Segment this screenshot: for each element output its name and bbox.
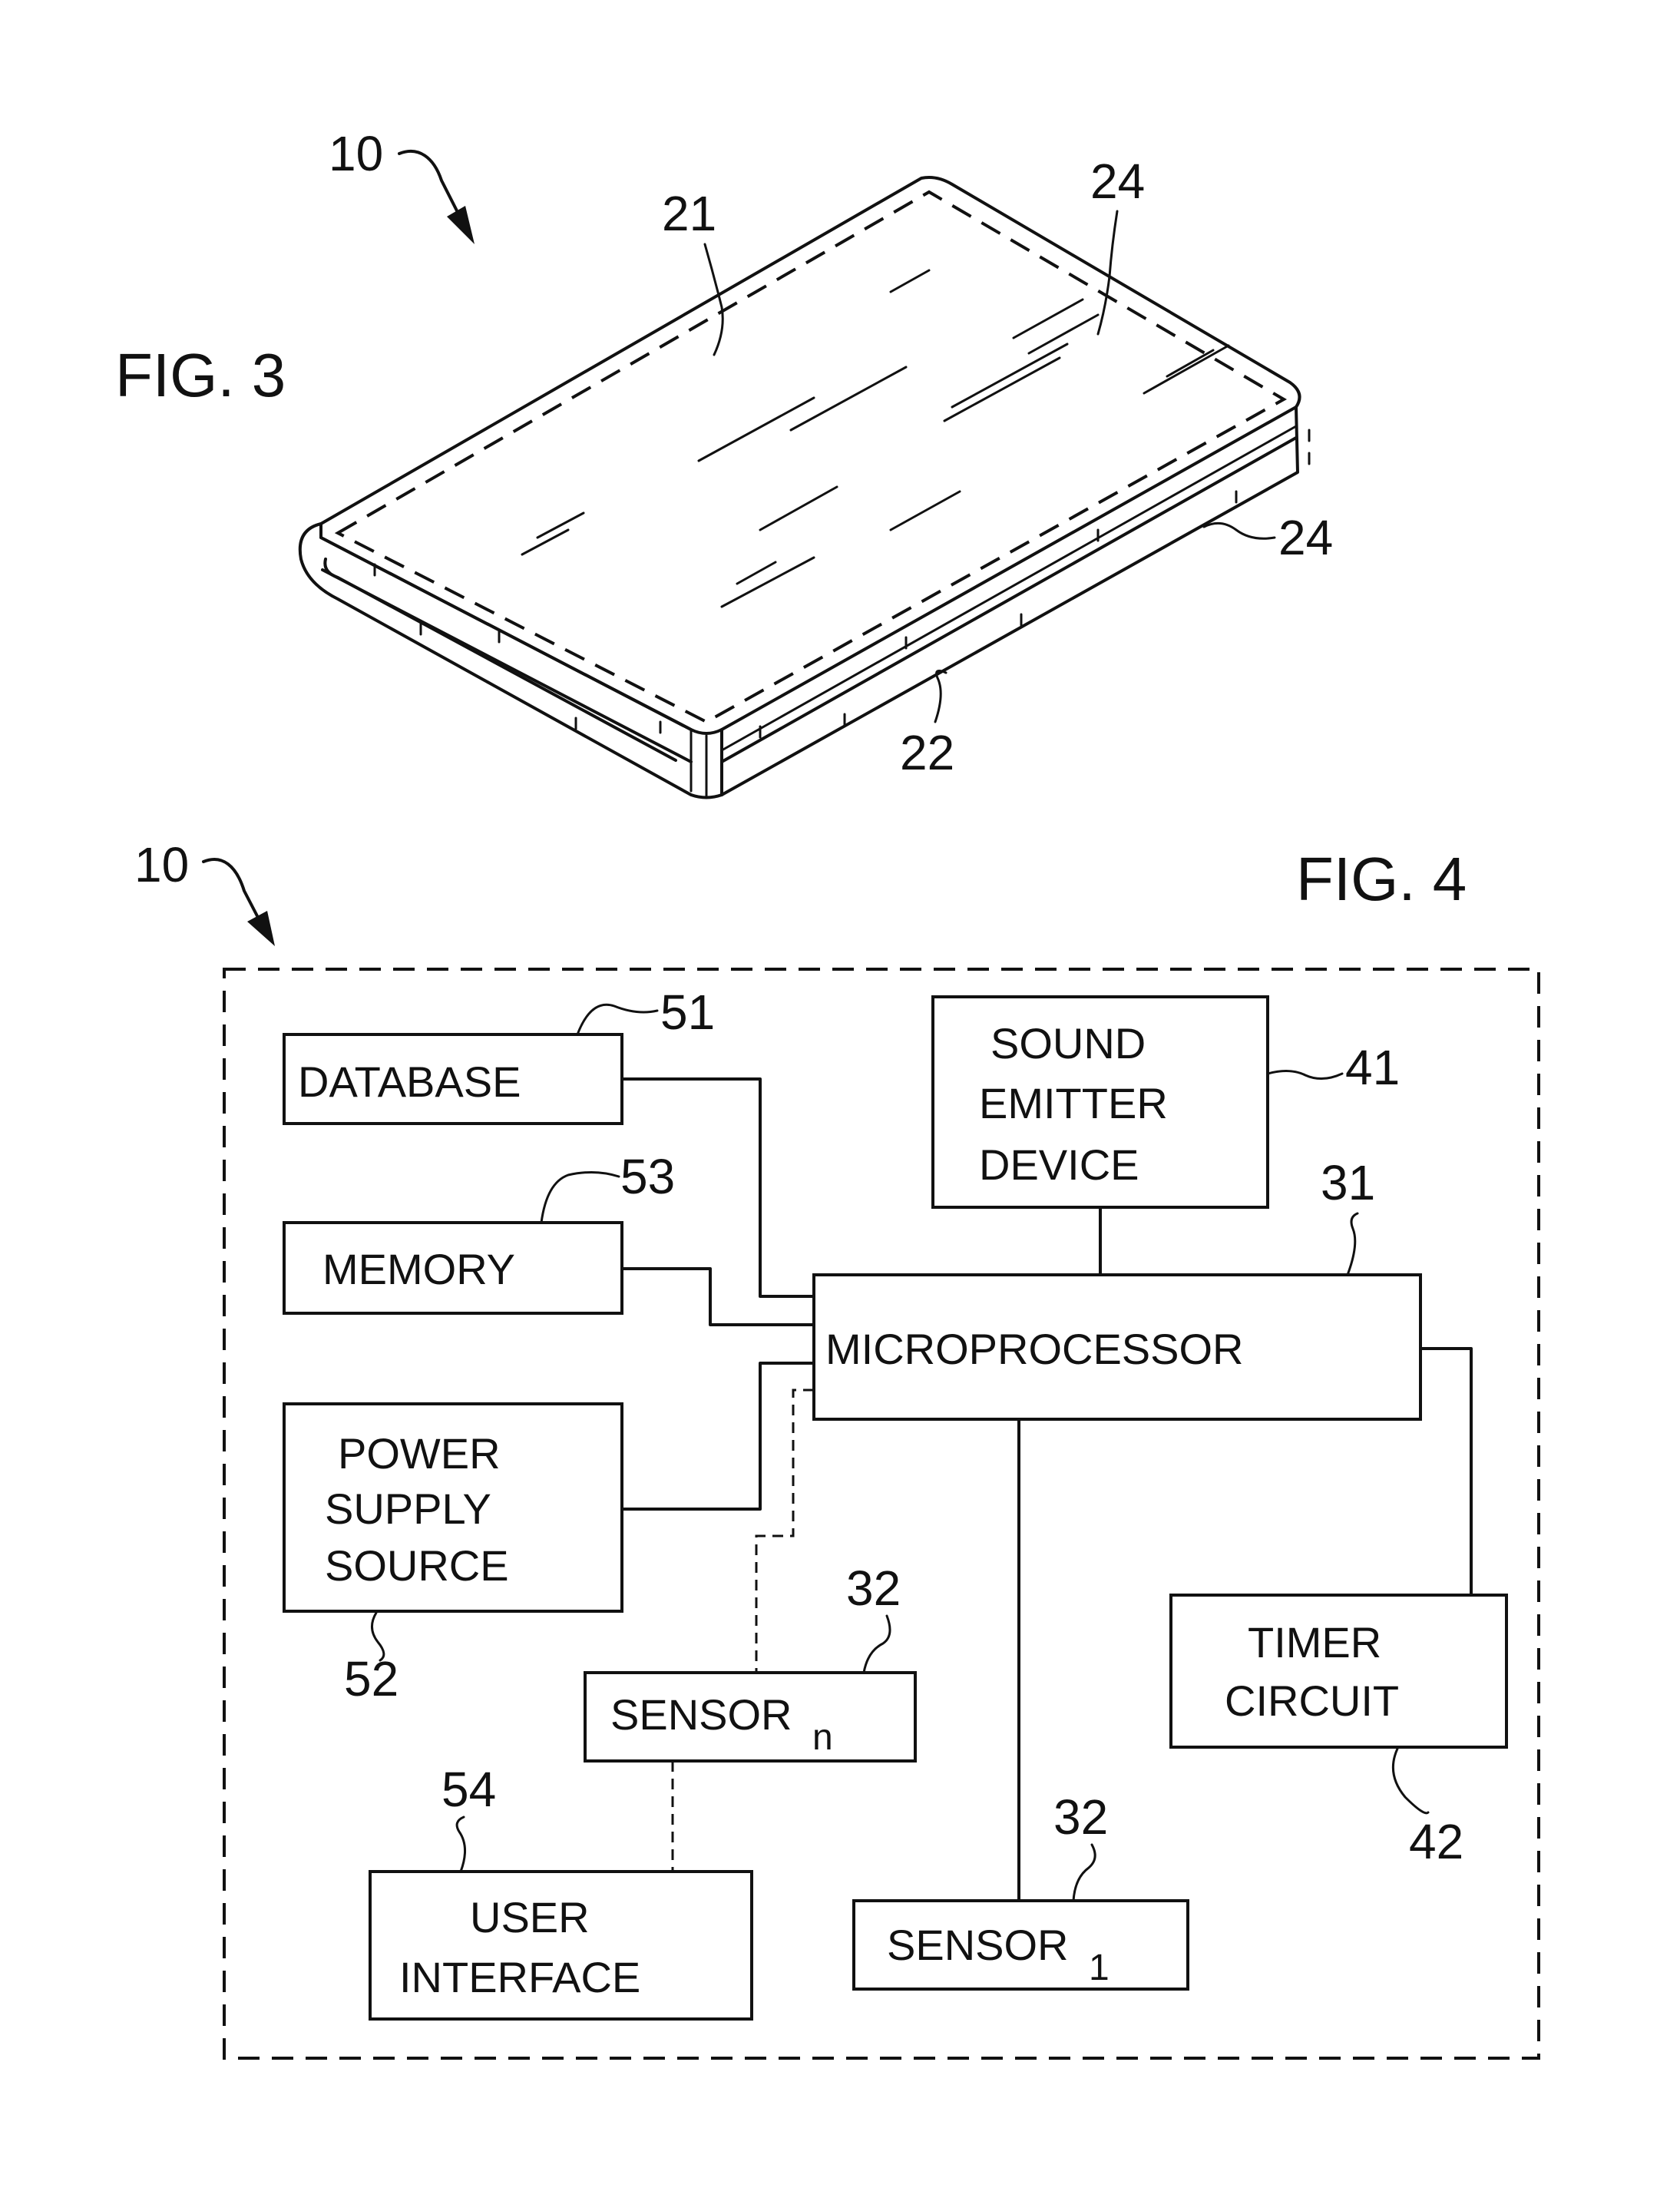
sound-ref-leader [1268,1071,1342,1078]
ui-label-2: INTERFACE [399,1953,640,2001]
fig3-ref-bottom-edge-leader [935,670,946,722]
sound-label-3: DEVICE [979,1140,1139,1189]
wire-micro-timer [1420,1349,1471,1595]
sensor-n-ref-leader [864,1616,890,1673]
micro-label: MICROPROCESSOR [825,1325,1244,1373]
memory-label: MEMORY [322,1245,515,1293]
sensor-1-ref-leader [1073,1845,1095,1901]
device-front-top [321,538,691,730]
device-side-mid2 [722,426,1296,750]
database-ref: 51 [660,985,715,1040]
sensor-1-ref: 32 [1053,1789,1108,1845]
database-ref-leader [577,1005,657,1034]
micro-ref-leader [1348,1213,1358,1275]
ui-block: USER INTERFACE 54 [370,1762,752,2019]
timer-label-1: TIMER [1248,1618,1381,1667]
power-label-3: SOURCE [325,1541,509,1590]
ui-ref: 54 [441,1762,496,1817]
power-label-2: SUPPLY [325,1484,491,1533]
fig3-title: FIG. 3 [115,341,286,409]
power-block: POWER SUPPLY SOURCE 52 [284,1404,622,1706]
memory-ref: 53 [620,1149,675,1204]
fig3: FIG. 3 10 [115,126,1333,798]
fig3-ref-device: 10 [329,126,383,181]
ui-label-1: USER [470,1893,590,1941]
memory-block: MEMORY 53 [284,1149,675,1313]
device-edge-ticks [375,492,1236,737]
sound-ref: 41 [1345,1040,1400,1095]
timer-label-2: CIRCUIT [1225,1676,1399,1725]
device-front-mid [322,570,691,762]
fig3-ref-side-edge: 24 [1278,510,1333,565]
sensor-n-subscript: n [812,1717,833,1758]
sound-label-1: SOUND [990,1019,1146,1067]
device-side-mid [722,438,1296,762]
timer-ref: 42 [1409,1814,1463,1869]
sensor-1-subscript: 1 [1089,1948,1110,1988]
wire-micro-sensorn [756,1390,814,1673]
sensor-n-label: SENSOR [610,1690,792,1739]
fig3-ref-top-face: 21 [662,186,716,241]
device-corner-lines [691,730,706,797]
device-left-edge [300,524,722,798]
fig4-ref-device-arrowhead [247,911,275,946]
device-shading [522,270,1229,607]
timer-block: TIMER CIRCUIT 42 [1171,1595,1506,1869]
device-drawing [300,177,1309,798]
fig4: FIG. 4 10 DATABASE 51 MEMORY [134,837,1539,2058]
sensor-1-block: SENSOR 1 32 [854,1789,1188,1989]
device-left-groove [325,559,676,760]
ui-ref-leader [457,1817,465,1872]
power-label-1: POWER [338,1429,501,1478]
sound-label-2: EMITTER [979,1079,1168,1127]
fig3-ref-side-edge-leader [1204,523,1275,538]
device-top-seam [338,192,1284,722]
fig4-ref-device: 10 [134,837,189,892]
memory-ref-leader [541,1172,619,1223]
fig3-ref-top-edge: 24 [1090,154,1145,209]
power-ref: 52 [344,1651,399,1706]
micro-ref: 31 [1321,1155,1375,1210]
wire-power-micro [622,1363,814,1509]
sensor-1-label: SENSOR [887,1921,1069,1969]
timer-ref-leader [1393,1749,1428,1813]
fig4-title: FIG. 4 [1296,845,1467,913]
sensor-n-block: SENSOR n 32 [585,1561,915,1761]
database-label: DATABASE [298,1058,521,1106]
fig3-ref-bottom-edge: 22 [900,725,954,780]
fig3-ref-device-arrowhead [447,206,475,244]
database-block: DATABASE 51 [284,985,715,1124]
sensor-n-ref: 32 [846,1561,901,1616]
